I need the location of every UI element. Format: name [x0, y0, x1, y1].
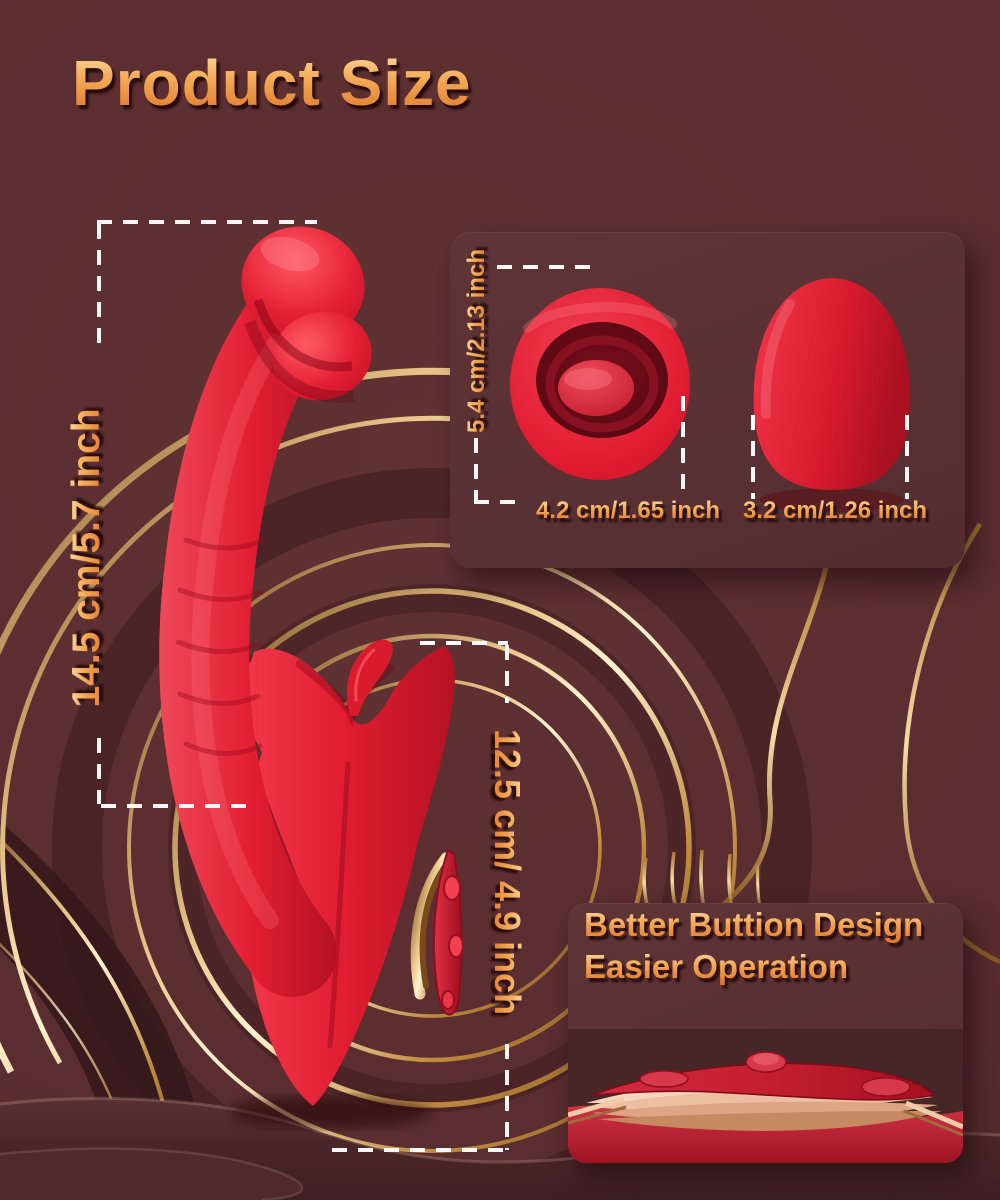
measurement-tip-width: 3.2 cm/1.26 inch	[742, 497, 928, 524]
measurement-head-width: 4.2 cm/1.65 inch	[535, 497, 721, 524]
dimension-line-tip-right	[905, 415, 909, 499]
button-closeup-photo	[568, 1029, 963, 1163]
dimension-line-body-vertical-upper	[505, 645, 509, 703]
dimension-line-body-vertical-lower	[505, 1044, 509, 1150]
dimension-line-total-vertical-upper	[97, 224, 101, 352]
button-top	[443, 875, 461, 901]
button-middle	[448, 934, 464, 958]
measurement-body-length: 12.5 cm/ 4.9 inch	[487, 728, 528, 1016]
dimension-line-body-bottom	[332, 1148, 510, 1152]
mouth-attachment	[510, 288, 690, 480]
dimension-line-total-bottom	[101, 804, 251, 808]
dome-attachment	[753, 278, 911, 512]
button-bottom	[441, 990, 455, 1010]
dimension-line-head-corner	[474, 500, 522, 504]
dimension-line-tip-left	[751, 415, 755, 499]
button-design-panel	[568, 903, 963, 1163]
wire-decoration	[720, 559, 831, 908]
dimension-line-total-vertical-lower	[97, 738, 101, 804]
dimension-line-head-width-right	[681, 396, 685, 498]
feature-title-line1: Better Buttion Design	[584, 906, 924, 943]
attachments-illustration	[510, 278, 911, 512]
pad-button-left	[639, 1070, 689, 1088]
dimension-line-head-vertical	[474, 438, 478, 500]
product-shaft	[159, 226, 372, 997]
pad-button-right	[861, 1077, 911, 1097]
feature-title-line2: Easier Operation	[584, 948, 849, 985]
dimension-line-head-top	[497, 265, 591, 269]
measurement-total-length: 14.5 cm/5.7 inch	[65, 408, 108, 708]
measurement-head-height: 5.4 cm/2.13 inch	[463, 248, 490, 434]
dimension-line-body-top	[420, 641, 508, 645]
control-pad	[591, 1062, 936, 1101]
control-buttons	[410, 848, 464, 1016]
page-title: Product Size	[72, 47, 472, 119]
tongue	[346, 639, 393, 716]
dimension-line-total-top	[97, 220, 317, 224]
attachments-size-panel	[450, 232, 965, 568]
